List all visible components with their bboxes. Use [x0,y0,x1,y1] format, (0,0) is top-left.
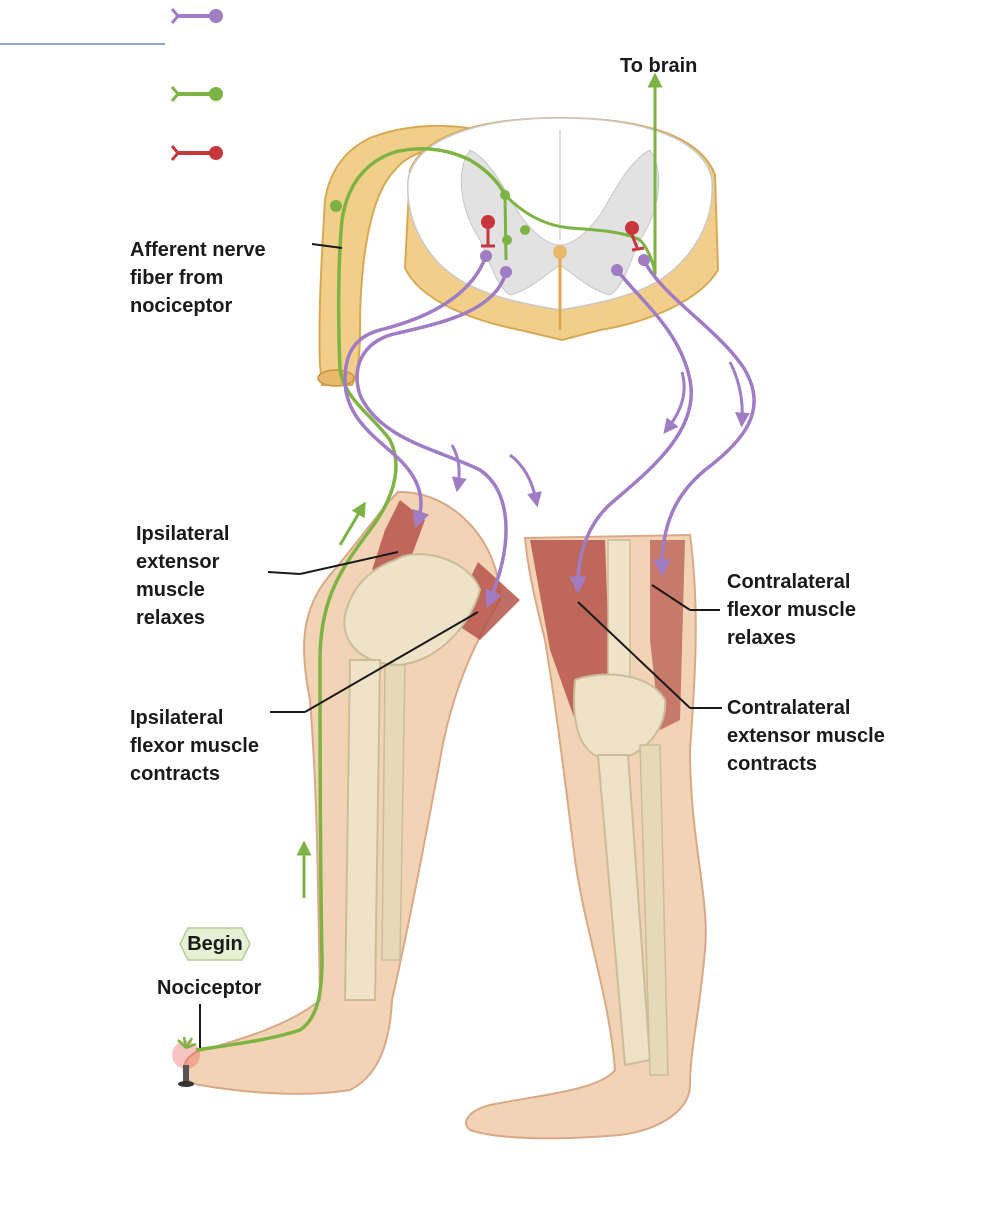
pain-glow [172,1041,200,1069]
motor-neuron-contra-extensor [569,268,694,594]
tack-pin-icon [183,1065,189,1082]
tack-head-icon [178,1081,194,1087]
ipsilateral-tibia [343,659,382,1001]
begin-hexagon-icon [179,927,251,961]
motor-arrow-2 [509,453,542,508]
leader-lines [199,243,722,1048]
afferent-branch-cross [503,193,641,242]
contralateral-flexor-muscle [650,540,685,730]
contralateral-femur [607,539,631,691]
nociceptor-endings [177,1036,197,1050]
motor-arrow-1 [450,444,467,493]
contralateral-flexor-label: Contralateral flexor muscle relaxes [727,571,856,649]
motor-pathways [343,250,756,609]
afferent-fiber-label: Afferent nerve fiber from nociceptor [130,239,266,317]
motor-arrow-4 [728,361,750,428]
motor-neuron-ipsi-flexor [355,271,508,609]
central-canal [553,245,567,259]
gray-matter [460,149,660,296]
motor-neuron-contra-flexor [642,259,756,577]
contralateral-leg [465,533,707,1140]
ipsilateral-knee-bone [343,553,482,667]
inhibitory-interneurons [481,215,645,252]
contralateral-extensor-label: Contralateral extensor muscle contracts [727,697,885,775]
afferent-branch-ipsi [503,194,508,261]
afferent-nerve-fiber [195,146,507,1052]
ipsilateral-leg [172,490,520,1095]
ipsilateral-flexor-label: Ipsilateral flexor muscle contracts [130,707,259,785]
motor-arrow-3 [663,371,686,434]
motor-neuron-legend-icon [170,8,223,24]
ipsilateral-extensor-label: Ipsilateral extensor muscle relaxes [136,523,230,629]
inhibitory-interneuron-legend-icon [170,145,223,161]
ipsilateral-extensor-muscle [372,500,425,570]
begin-label: Begin [187,933,243,955]
spinal-nerve-cut [317,369,355,387]
afferent-cell-body [330,200,342,212]
contralateral-fibula [639,744,669,1076]
begin-badge: Begin [178,926,252,962]
nociceptor-label: Nociceptor [157,977,262,999]
legend [0,8,223,161]
motor-neuron-ipsi-extensor [343,255,488,529]
ipsilateral-fibula [381,664,406,961]
afferent-neuron-legend-icon [170,86,223,102]
to-brain-label: To brain [620,55,698,77]
contralateral-knee-bone [573,673,667,762]
ipsilateral-flexor-muscle [450,562,520,640]
upward-arrow-icon [338,501,366,546]
